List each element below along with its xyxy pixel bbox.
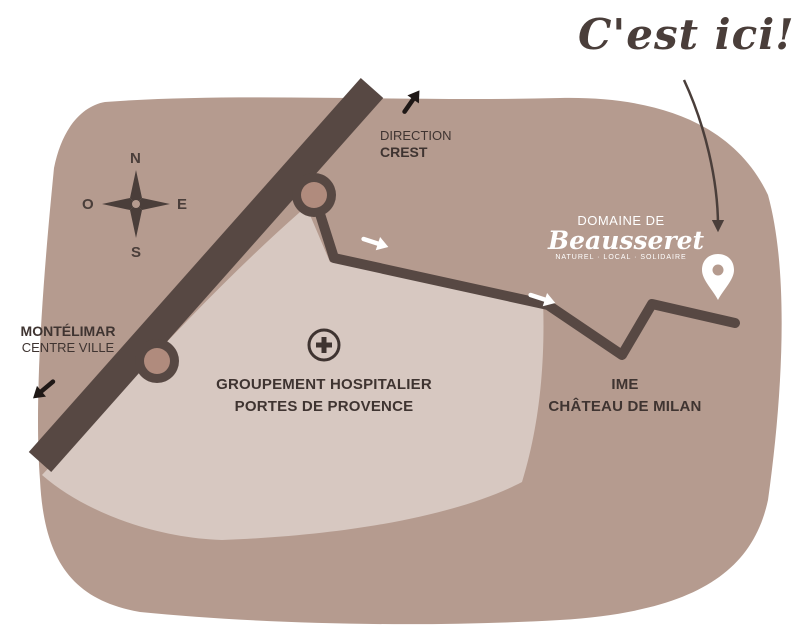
logo-line1: DOMAINE DE bbox=[577, 213, 665, 228]
compass-rose-icon bbox=[102, 170, 170, 238]
direction-arrow-icon bbox=[402, 90, 420, 114]
compass-north: N bbox=[130, 150, 141, 167]
domain-logo: DOMAINE DE Beausseret NATUREL · LOCAL · … bbox=[548, 213, 705, 261]
ime-line1: IME bbox=[611, 376, 639, 393]
direction-arrow-icon bbox=[33, 379, 56, 399]
ime-line2: CHÂTEAU DE MILAN bbox=[548, 398, 702, 415]
hospital-zone bbox=[42, 212, 544, 540]
compass-east: E bbox=[177, 196, 188, 213]
compass-west: O bbox=[82, 196, 94, 213]
label-montelimar: MONTÉLIMAR CENTRE VILLE bbox=[12, 323, 124, 355]
access-road bbox=[309, 190, 740, 360]
hospital-line2: PORTES DE PROVENCE bbox=[234, 398, 414, 415]
curved-pointer-arrow-icon bbox=[682, 79, 725, 233]
logo-name: Beausseret bbox=[548, 226, 705, 255]
label-hospital: GROUPEMENT HOSPITALIER PORTES DE PROVENC… bbox=[204, 376, 444, 416]
compass-south: S bbox=[131, 244, 142, 261]
direction-arrow-icon bbox=[361, 236, 389, 251]
logo-tagline: NATUREL · LOCAL · SOLIDAIRE bbox=[555, 254, 687, 261]
label-ime: IME CHÂTEAU DE MILAN bbox=[540, 376, 710, 416]
callout-text: C'est ici! bbox=[578, 10, 795, 59]
direction-arrow-icon bbox=[528, 292, 556, 307]
direction-crest-line2: CREST bbox=[380, 143, 428, 160]
hospital-cross-icon bbox=[307, 328, 341, 362]
montelimar-line2: CENTRE VILLE bbox=[21, 339, 115, 355]
roundabout-south bbox=[135, 339, 179, 383]
label-direction-crest: DIRECTION CREST bbox=[380, 128, 452, 160]
montelimar-line1: MONTÉLIMAR bbox=[20, 323, 116, 339]
roundabout-north bbox=[292, 173, 336, 217]
main-road bbox=[28, 78, 384, 472]
direction-crest-line1: DIRECTION bbox=[380, 128, 452, 143]
hospital-line1: GROUPEMENT HOSPITALIER bbox=[216, 376, 432, 393]
location-pin-icon bbox=[702, 254, 734, 300]
